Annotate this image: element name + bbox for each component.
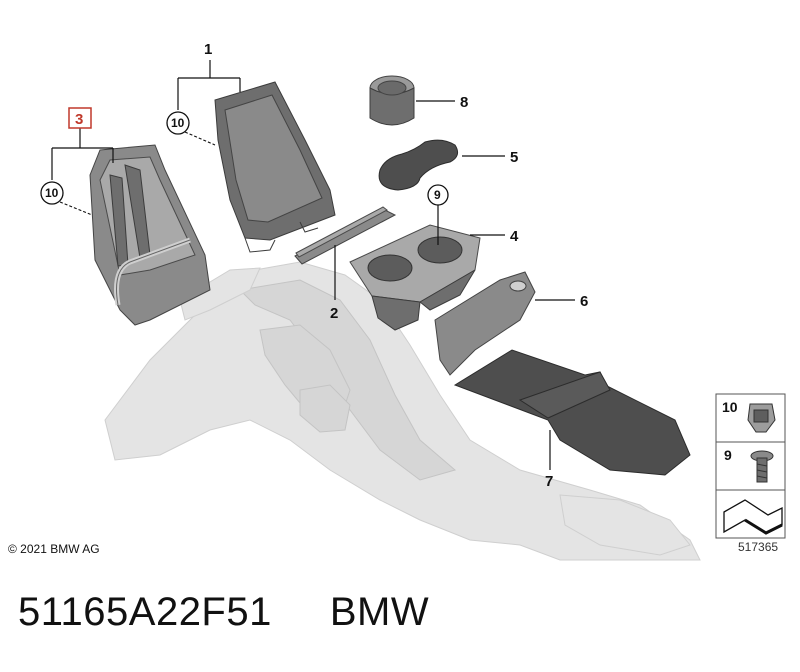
- part-3-storage-insert: [89, 144, 211, 326]
- callout-labels: 1 2 3 4 5 6 7 8 9 10 10: [40, 41, 588, 490]
- legend-label-9: 9: [724, 447, 732, 463]
- screw-icon: [750, 450, 774, 483]
- callout-3-highlight-box: [68, 107, 92, 129]
- part-7-pad: [453, 349, 691, 476]
- brand-name: BMW: [329, 590, 430, 634]
- part-4-cupholder-housing: [349, 224, 481, 331]
- callout-3: 3: [75, 111, 83, 128]
- callout-10-circle-lower: [40, 181, 64, 205]
- part-5-mat: [378, 139, 459, 191]
- copyright-notice: © 2021 BMW AG: [8, 542, 100, 556]
- small-parts-legend: 10 9: [715, 393, 786, 539]
- callout-8: 8: [460, 94, 468, 111]
- part-number: 51165A22F51: [18, 590, 272, 634]
- callout-2: 2: [330, 305, 338, 322]
- callout-6: 6: [580, 293, 588, 310]
- leader-lines: [51, 60, 575, 470]
- callout-10-upper: 10: [171, 116, 185, 130]
- callout-10-circle-upper: [166, 111, 190, 135]
- part-8-cap: [369, 75, 415, 126]
- clip-nut-icon: [747, 403, 776, 433]
- footer: 51165A22F51 BMW: [18, 590, 429, 635]
- callout-10-lower: 10: [45, 186, 59, 200]
- legend-label-10: 10: [722, 399, 738, 415]
- callout-9: 9: [434, 188, 441, 202]
- callout-1: 1: [204, 41, 212, 58]
- callout-5: 5: [510, 149, 518, 166]
- callout-4: 4: [510, 228, 519, 245]
- part-1-panel: [214, 81, 336, 253]
- part-2-trim-strip: [294, 206, 397, 265]
- part-6-bracket: [434, 271, 536, 376]
- center-console-ghost: [104, 261, 701, 561]
- exploded-parts-diagram: 1 2 3 4 5 6 7 8 9 10 10 10 9: [40, 41, 786, 561]
- callout-7: 7: [545, 473, 553, 490]
- drawing-number: 517365: [738, 540, 779, 554]
- assembly-symbol-icon: [723, 499, 783, 535]
- callout-9-circle: [427, 184, 449, 206]
